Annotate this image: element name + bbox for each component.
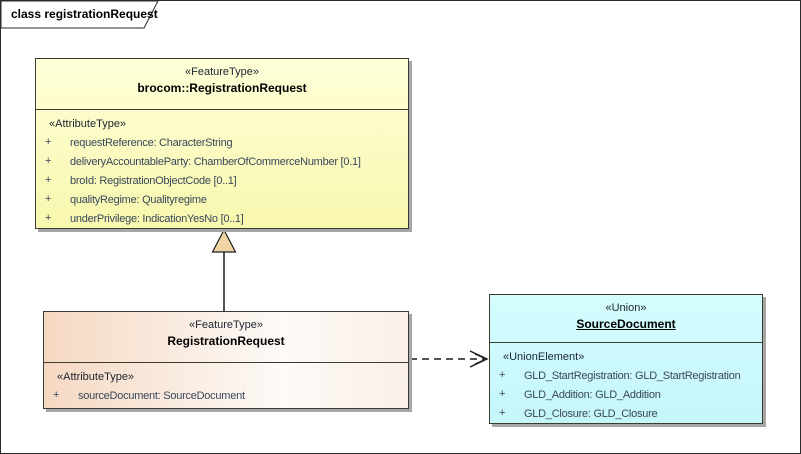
class-header: «Union» SourceDocument xyxy=(490,295,762,342)
attribute-row[interactable]: + qualityRegime: Qualityregime xyxy=(36,190,408,209)
class-name: RegistrationRequest xyxy=(167,334,285,348)
attribute-row[interactable]: + underPrivilege: IndicationYesNo [0..1] xyxy=(36,209,408,228)
class-stereotype: «FeatureType» xyxy=(189,319,263,331)
class-name: brocom::RegistrationRequest xyxy=(137,81,307,95)
visibility-plus-icon: + xyxy=(45,174,52,186)
attribute-row[interactable]: + GLD_Closure: GLD_Closure xyxy=(490,404,762,423)
diagram-frame-tab: class registrationRequest xyxy=(1,1,171,31)
compartment-stereotype: «AttributeType» xyxy=(57,371,135,383)
attribute-row[interactable]: + sourceDocument: SourceDocument xyxy=(44,386,408,405)
union-box-sourcedocument[interactable]: «Union» SourceDocument «UnionElement» + … xyxy=(489,294,763,424)
attribute-row[interactable]: + deliveryAccountableParty: ChamberOfCom… xyxy=(36,152,408,171)
attribute-signature: GLD_Closure: GLD_Closure xyxy=(524,408,658,420)
visibility-plus-icon: + xyxy=(45,155,52,167)
compartment-stereotype: «AttributeType» xyxy=(49,118,127,130)
attribute-signature: GLD_Addition: GLD_Addition xyxy=(524,389,661,401)
attribute-signature: requestReference: CharacterString xyxy=(70,137,233,149)
class-header: «FeatureType» brocom::RegistrationReques… xyxy=(36,59,408,109)
frame-tab-shape xyxy=(1,1,159,29)
generalization-triangle-icon xyxy=(211,228,237,253)
attribute-row[interactable]: + GLD_StartRegistration: GLD_StartRegist… xyxy=(490,366,762,385)
attribute-row[interactable]: + GLD_Addition: GLD_Addition xyxy=(490,385,762,404)
class-box-registrationrequest[interactable]: «FeatureType» RegistrationRequest «Attri… xyxy=(43,311,409,409)
attribute-signature: underPrivilege: IndicationYesNo [0..1] xyxy=(70,213,244,225)
visibility-plus-icon: + xyxy=(45,136,52,148)
union-elements-compartment: «UnionElement» + GLD_StartRegistration: … xyxy=(490,342,762,423)
visibility-plus-icon: + xyxy=(499,388,506,400)
class-stereotype: «Union» xyxy=(605,302,647,314)
class-header: «FeatureType» RegistrationRequest xyxy=(44,312,408,362)
open-arrowhead-icon xyxy=(469,350,489,368)
attribute-row[interactable]: + broId: RegistrationObjectCode [0..1] xyxy=(36,171,408,190)
attribute-signature: deliveryAccountableParty: ChamberOfComme… xyxy=(70,156,361,168)
visibility-plus-icon: + xyxy=(499,369,506,381)
diagram-title: class registrationRequest xyxy=(11,7,158,21)
attribute-signature: sourceDocument: SourceDocument xyxy=(78,390,245,402)
dependency-connector[interactable] xyxy=(410,350,489,368)
class-name: SourceDocument xyxy=(576,317,676,331)
compartment-stereotype: «UnionElement» xyxy=(503,351,585,363)
attribute-signature: broId: RegistrationObjectCode [0..1] xyxy=(70,175,237,187)
class-box-brocom-registrationrequest[interactable]: «FeatureType» brocom::RegistrationReques… xyxy=(35,58,409,229)
attribute-signature: GLD_StartRegistration: GLD_StartRegistra… xyxy=(524,370,741,382)
attributes-compartment: «AttributeType» + requestReference: Char… xyxy=(36,109,408,228)
attribute-row[interactable]: + requestReference: CharacterString xyxy=(36,133,408,152)
visibility-plus-icon: + xyxy=(499,407,506,419)
visibility-plus-icon: + xyxy=(53,389,60,401)
generalization-connector[interactable] xyxy=(211,228,237,312)
visibility-plus-icon: + xyxy=(45,193,52,205)
attribute-signature: qualityRegime: Qualityregime xyxy=(70,194,207,206)
class-stereotype: «FeatureType» xyxy=(185,66,259,78)
attributes-compartment: «AttributeType» + sourceDocument: Source… xyxy=(44,362,408,405)
visibility-plus-icon: + xyxy=(45,212,52,224)
